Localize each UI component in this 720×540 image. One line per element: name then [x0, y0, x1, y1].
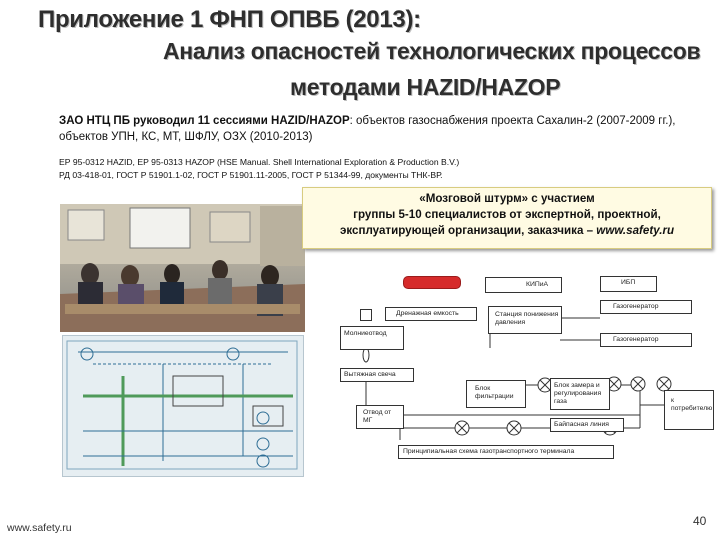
title-line-3: методами HAZID/HAZOP: [290, 74, 561, 100]
gas-main-branch: Отвод от МГ: [356, 405, 404, 429]
intro-paragraph: ЗАО НТЦ ПБ руководил 11 сессиями HAZID/H…: [59, 113, 699, 145]
callout-line-2: группы 5-10 специалистов от экспертной, …: [353, 208, 661, 221]
drain-tank: Дренажная емкость: [385, 307, 477, 321]
pressure-reduction-station: Станция понижения давления: [488, 306, 562, 334]
scheme-caption: Принципиальная схема газотранспортного т…: [398, 445, 614, 459]
drain-marker: [360, 309, 372, 321]
title-line-2: Анализ опасностей технологических процес…: [163, 38, 701, 64]
brainstorm-callout: «Мозговой штурм» с участием группы 5-10 …: [302, 187, 712, 249]
callout-link[interactable]: www.safety.ru: [596, 224, 675, 237]
meeting-photo: [60, 204, 305, 332]
callout-line-1: «Мозговой штурм» с участием: [419, 192, 595, 205]
kipia-box: КИПиА: [485, 277, 562, 293]
lightning-rod: Молниеотвод: [340, 326, 404, 350]
bypass-line: Байпасная линия: [550, 418, 624, 432]
filtration-block: Блок фильтрации: [466, 380, 526, 408]
blueprint-drawing: [62, 335, 304, 477]
generator-1: Газогенератор: [600, 300, 692, 314]
page-number: 40: [693, 514, 707, 528]
consumer-outlet: к потребителю: [664, 390, 714, 430]
alarm-indicator: [403, 276, 461, 289]
generator-2: Газогенератор: [600, 333, 692, 347]
references-line-2: РД 03-418-01, ГОСТ Р 51901.1-02, ГОСТ Р …: [59, 170, 443, 180]
intro-bold: ЗАО НТЦ ПБ руководил 11 сессиями HAZID/H…: [59, 115, 350, 127]
exhaust-candle: Вытяжная свеча: [340, 368, 414, 382]
metering-block: Блок замера и регулирования газа: [550, 378, 610, 410]
ibp-box: ИБП: [600, 276, 657, 292]
references-line-1: ЕР 95-0312 HAZID, ЕР 95-0313 HAZOP (HSE …: [59, 157, 460, 167]
intro-rest: : объектов газоснабжения проекта Сахалин…: [59, 115, 676, 143]
footer-url[interactable]: www.safety.ru: [7, 522, 72, 534]
callout-line-3: эксплуатирующей организации, заказчика –…: [339, 224, 675, 237]
title-line-1: Приложение 1 ФНП ОПВБ (2013):: [38, 6, 421, 33]
references-paragraph: ЕР 95-0312 HAZID, ЕР 95-0313 HAZOP (HSE …: [59, 156, 699, 182]
